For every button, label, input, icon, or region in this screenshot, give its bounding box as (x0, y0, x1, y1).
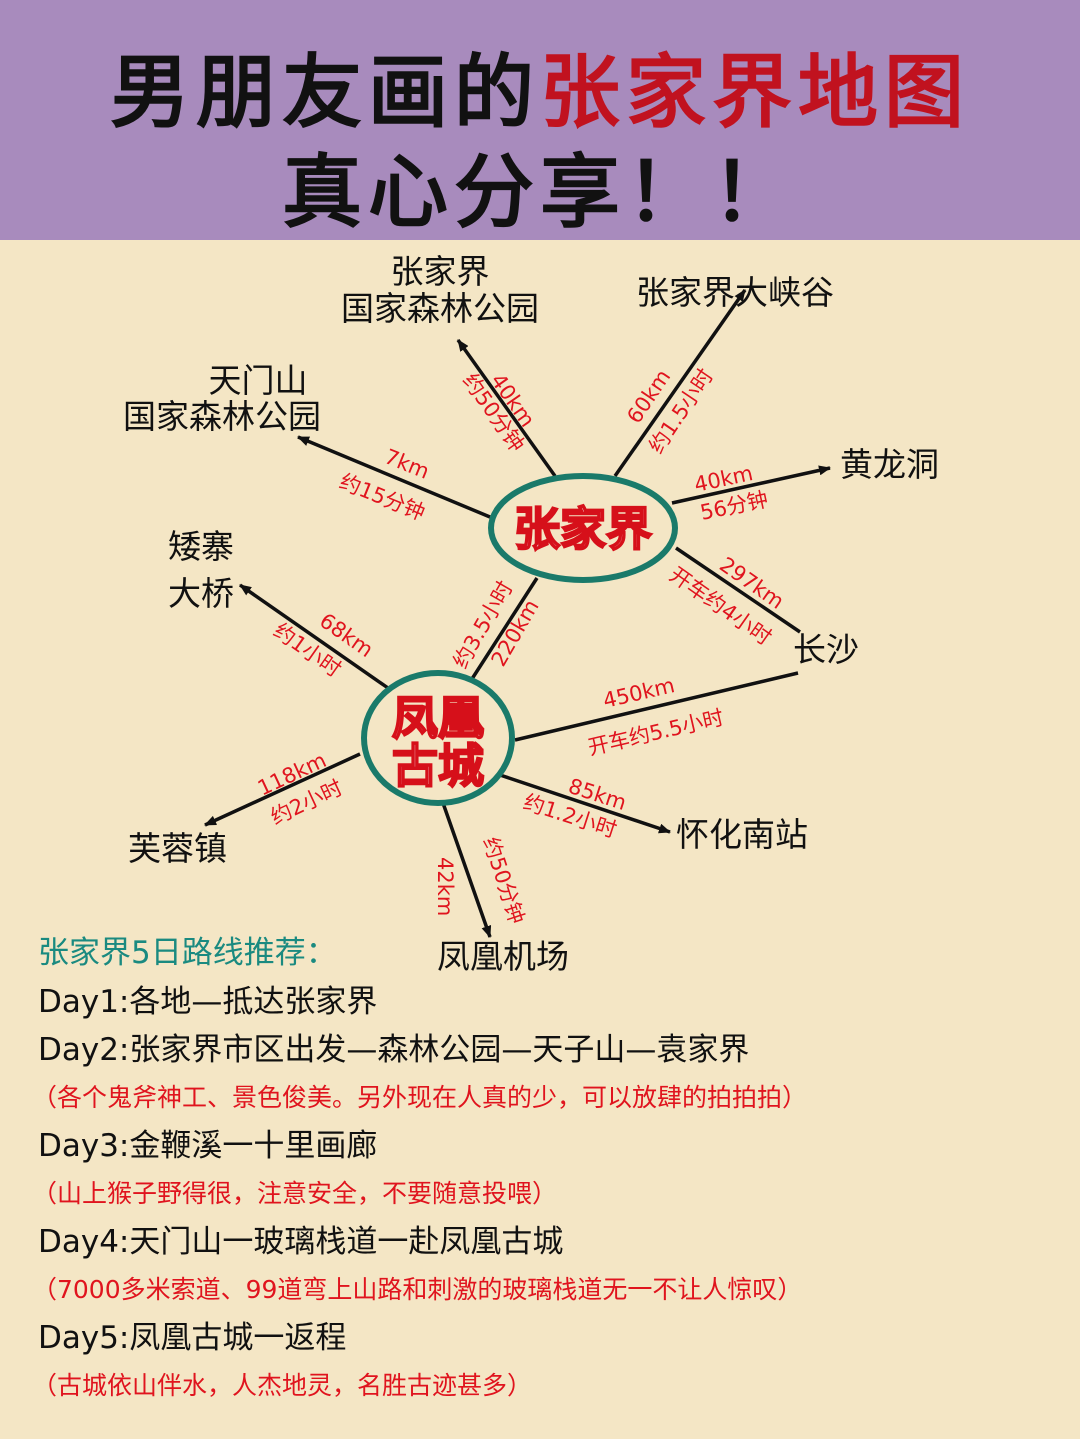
edge-zjj-huanglong (671, 465, 831, 505)
hub-fenghuang-label-2: 古城 (392, 739, 484, 793)
edge-fh-changsha (514, 671, 799, 742)
route-map: 张家界 凤凰 古城 张家界 国家森林公园 张家界大峡谷 天门山 国家森林公园 黄… (123, 252, 939, 976)
place-huaihua: 怀化南站 (676, 815, 808, 854)
label-fh-changsha-time: 开车约5.5小时 (586, 705, 726, 760)
label-zjj-tianmen-distance: 7km (381, 444, 433, 483)
day-4-note: （7000多米索道、99道弯上山路和刺激的玻璃栈道无一不让人惊叹） (32, 1275, 803, 1304)
hub-zhangjiajie-label: 张家界 (514, 502, 652, 556)
place-zjj-forest-2: 国家森林公园 (341, 289, 539, 328)
place-tianmen-2: 国家森林公园 (123, 397, 321, 436)
place-aizhai-2: 大桥 (168, 574, 234, 613)
place-zjj-forest-1: 张家界 (391, 252, 490, 291)
day-2-note: （各个鬼斧神工、景色俊美。另外现在人真的少，可以放肆的拍拍拍） (32, 1083, 808, 1112)
title-red: 张家界地图 (540, 46, 970, 139)
page-subtitle: 真心分享！！ (282, 146, 798, 239)
edge-zjj-changsha (675, 546, 801, 634)
title-black: 男朋友画的 (110, 46, 540, 139)
place-grand-canyon: 张家界大峡谷 (636, 273, 834, 312)
day-1: Day1:各地—抵达张家界 (38, 984, 378, 1020)
day-3: Day3:金鞭溪一十里画廊 (38, 1128, 378, 1164)
day-4: Day4:天门山一玻璃栈道一赴凤凰古城 (38, 1224, 564, 1260)
hub-zhangjiajie (488, 473, 678, 583)
edge-zjj-canyon (613, 288, 747, 478)
label-fh-airport-distance: 42km (433, 857, 457, 916)
edge-fh-aizhai (239, 583, 389, 690)
place-furong: 芙蓉镇 (128, 829, 227, 868)
hub-fenghuang (361, 670, 515, 806)
day-2: Day2:张家界市区出发—森林公园—天子山—袁家界 (38, 1032, 750, 1068)
page-title: 男朋友画的张家界地图 (0, 28, 1080, 144)
place-changsha: 长沙 (793, 630, 859, 669)
edge-fh-furong (204, 752, 361, 827)
label-fh-changsha-distance: 450km (601, 673, 677, 713)
day-5: Day5:凤凰古城一返程 (38, 1320, 347, 1356)
edge-fh-huaihua (499, 773, 671, 834)
place-tianmen-1: 天门山 (209, 361, 308, 400)
header-banner: 男朋友画的张家界地图 真心分享！！ (0, 0, 1080, 240)
edge-fh-airport (441, 802, 492, 938)
itinerary-title: 张家界5日路线推荐： (38, 935, 337, 971)
label-fh-airport-time: 约50分钟 (478, 834, 529, 927)
place-airport: 凤凰机场 (437, 937, 569, 976)
place-huanglong: 黄龙洞 (840, 445, 939, 484)
day-3-note: （山上猴子野得很，注意安全，不要随意投喂） (32, 1179, 558, 1208)
edge-zjj-forest (456, 338, 557, 478)
place-aizhai-1: 矮寨 (168, 527, 234, 566)
edge-zjj-tianmen (297, 435, 491, 519)
day-5-note: （古城依山伴水，人杰地灵，名胜古迹甚多） (32, 1371, 533, 1400)
itinerary: 张家界5日路线推荐： Day1:各地—抵达张家界 Day2:张家界市区出发—森林… (32, 928, 1058, 1410)
edge-zjj-fenghuang (468, 577, 539, 683)
hub-fenghuang-label-1: 凤凰 (392, 691, 484, 745)
